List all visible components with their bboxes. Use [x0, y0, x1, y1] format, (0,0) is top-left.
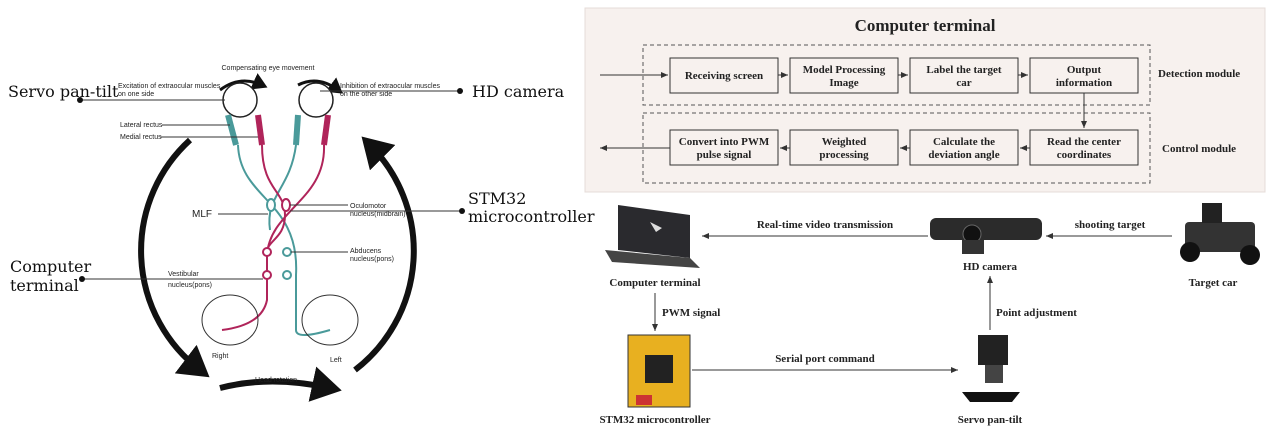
servo-pan-tilt-icon [962, 335, 1020, 402]
label-vestibular-2: nucleus(pons) [168, 282, 212, 289]
control-module-label: Control module [1162, 143, 1236, 155]
edge-label-pwm-signal: PWM signal [662, 307, 720, 319]
left-eye-icon [298, 82, 334, 118]
control-step-label: Calculate the [933, 136, 995, 148]
hd-camera-label: HD camera [963, 261, 1018, 273]
stm32-label: STM32 microcontroller [599, 414, 710, 426]
control-step-box [1029, 129, 1139, 166]
control-step-label: deviation angle [928, 149, 999, 161]
detection-step-label: Output [1067, 64, 1102, 76]
detection-step-label: Label the target [926, 64, 1001, 76]
edge-label-video-transmission: Real-time video transmission [757, 219, 893, 231]
label-medial-rectus: Medial rectus [120, 134, 162, 141]
label-oculomotor-2: nucleus(midbrain) [350, 211, 406, 218]
right-inner-ear-icon [201, 294, 259, 346]
mapping-stm32-2: microcontroller [468, 207, 595, 226]
edge-label-serial-port: Serial port command [775, 353, 875, 365]
label-head-rotation: Head rotation [255, 377, 297, 384]
right-eye-icon [222, 82, 258, 118]
mapping-computer-terminal-2: terminal [10, 276, 79, 295]
control-step-label: Read the center [1047, 136, 1121, 148]
stm32-board-icon [627, 334, 691, 408]
detection-step-label: information [1056, 77, 1112, 89]
target-car-icon [1180, 203, 1260, 265]
detection-step-box [1029, 57, 1139, 94]
computer-terminal-flowchart: Computer terminal Detection module Contr… [584, 7, 1266, 193]
laptop-icon [605, 205, 700, 268]
mapping-servo-pan-tilt: Servo pan-tilt [8, 82, 119, 101]
rotation-arrow-left [138, 137, 210, 378]
label-abducens-2: nucleus(pons) [350, 256, 394, 263]
rotation-arrow-right [353, 136, 417, 373]
label-excitation-2: on one side [118, 91, 154, 98]
label-lateral-rectus: Lateral rectus [120, 122, 163, 129]
control-module-box [642, 112, 1151, 184]
label-inhibition-2: on the other side [340, 91, 392, 98]
detection-module-label: Detection module [1158, 68, 1240, 80]
control-step-box [669, 129, 779, 166]
head-rotation-arrow [219, 366, 342, 402]
label-inhibition: Inhibition of extraocular muscles [340, 83, 440, 90]
edge-label-shooting-target: shooting target [1075, 219, 1146, 231]
detection-module-box [642, 44, 1151, 106]
control-step-label: Weighted [822, 136, 867, 148]
mapping-computer-terminal: Computer [10, 257, 91, 276]
target-car-label: Target car [1189, 277, 1238, 289]
flowchart-title: Computer terminal [855, 16, 996, 35]
label-mlf: MLF [192, 209, 212, 220]
servo-pan-tilt-label: Servo pan-tilt [958, 414, 1023, 426]
hd-camera-icon [930, 218, 1042, 254]
detection-step-label: car [956, 77, 971, 89]
label-abducens: Abducens [350, 248, 382, 255]
edge-label-point-adjustment: Point adjustment [996, 307, 1077, 319]
label-left: Left [330, 357, 342, 364]
label-excitation: Excitation of extraocular muscles [118, 83, 221, 90]
control-step-box [909, 129, 1019, 166]
label-vestibular: Vestibular [168, 271, 199, 278]
label-oculomotor: Oculomotor [350, 203, 387, 210]
mapping-hd-camera: HD camera [472, 82, 565, 101]
detection-step-label: Model Processing [803, 64, 886, 76]
control-step-label: coordinates [1057, 149, 1112, 161]
label-right: Right [212, 353, 228, 360]
control-step-label: processing [819, 149, 869, 161]
left-inner-ear-icon [301, 294, 359, 346]
control-step-box [789, 129, 899, 166]
control-step-label: pulse signal [697, 149, 752, 161]
hardware-setup: Computer terminal HD camera Target car S… [599, 203, 1260, 426]
detection-step-label: Image [829, 77, 858, 89]
computer-terminal-label: Computer terminal [609, 277, 700, 289]
detection-step-label: Receiving screen [685, 70, 763, 82]
vor-anatomy-figure: Compensating eye movement Excitation of … [8, 65, 595, 402]
control-step-label: Convert into PWM [679, 136, 770, 148]
label-compensating: Compensating eye movement [222, 65, 315, 72]
mapping-stm32: STM32 [468, 189, 526, 208]
